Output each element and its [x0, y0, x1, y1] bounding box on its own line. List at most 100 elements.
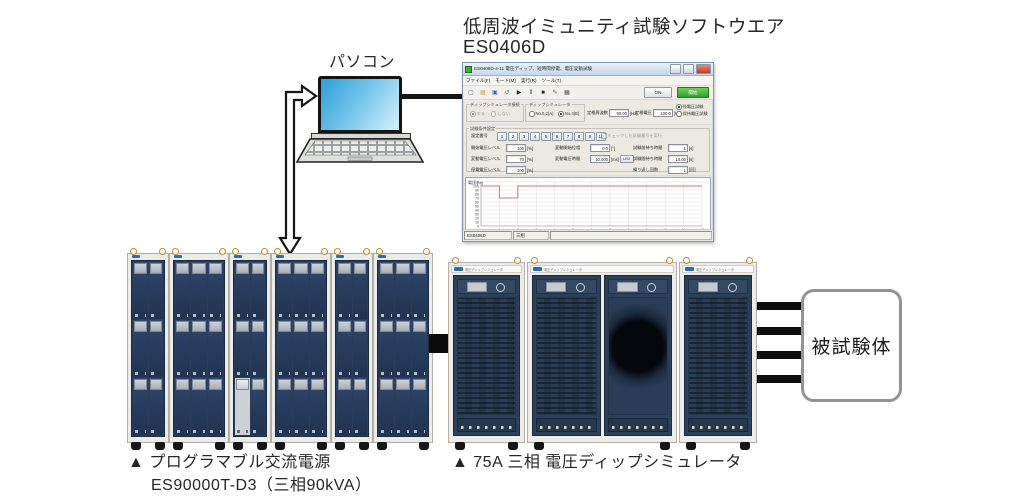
module-column	[337, 262, 352, 435]
param-input[interactable]: 100	[506, 166, 526, 174]
module-header	[380, 321, 394, 332]
connect-option-1[interactable]: しない	[490, 111, 510, 117]
connect-option-0[interactable]: する	[470, 111, 485, 117]
caster-icon	[455, 442, 465, 450]
run-icon[interactable]: ▶	[516, 90, 522, 96]
module-header	[294, 263, 308, 274]
module-header	[149, 263, 162, 274]
module-column	[411, 262, 427, 435]
rated-voltage-input[interactable]: 100.0	[652, 109, 673, 117]
power-module	[337, 378, 352, 435]
list-button[interactable]: LIST	[619, 155, 634, 163]
simulator-option-0[interactable]: No.0,2(A)	[529, 111, 553, 117]
pause-icon[interactable]: ‖	[529, 89, 533, 96]
rated-frequency-input[interactable]: 50.00	[608, 109, 629, 117]
module-header	[353, 321, 366, 332]
mode-option-1[interactable]: 保持電圧試験	[676, 111, 708, 117]
setting-number-button[interactable]: 3	[519, 132, 529, 141]
front-panel	[453, 275, 520, 436]
rated-voltage-label: 定格電圧	[635, 110, 652, 115]
param-input[interactable]: 1	[668, 166, 688, 174]
setting-number-button[interactable]: 5	[541, 132, 551, 141]
power-module	[411, 378, 427, 435]
setting-number-button[interactable]: 7	[563, 132, 573, 141]
module-indicators	[413, 372, 425, 375]
param-label: 変動開始位相	[555, 145, 581, 150]
setting-number-button[interactable]: 2	[508, 132, 518, 141]
module-indicators	[354, 430, 365, 433]
param-input[interactable]: 10.00	[668, 155, 688, 163]
radio-icon	[470, 111, 476, 117]
enclosure-front	[532, 275, 672, 436]
power-module	[175, 378, 191, 435]
caster-icon	[377, 442, 387, 450]
simulator-option-1[interactable]: No.4(B)	[558, 111, 579, 117]
caster-icon	[534, 442, 544, 450]
radio-icon	[558, 111, 564, 117]
nameplate-label: 電圧ディップシミュレータ	[544, 267, 582, 272]
mode-option-0[interactable]: 残電圧試験	[676, 104, 708, 110]
setting-number-button[interactable]: 4	[530, 132, 540, 141]
sync-icon[interactable]: ↺	[504, 90, 510, 96]
meter-dial-icon	[727, 282, 737, 292]
setting-number-button[interactable]: 1	[497, 132, 507, 141]
mode-option-label: 残電圧試験	[682, 104, 704, 109]
menu-item[interactable]: 実行(R)	[520, 77, 537, 83]
param-input[interactable]: 1	[668, 144, 688, 152]
ac-source-cabinet	[127, 248, 169, 450]
module-indicators	[177, 372, 189, 375]
param-input[interactable]: 10.000	[590, 155, 610, 163]
memo-icon[interactable]: ▦	[564, 90, 570, 96]
menu-item[interactable]: ファイル(F)	[466, 77, 491, 83]
close-button[interactable]	[696, 64, 711, 74]
window-titlebar[interactable]: ES0406D-4-11 電圧ディップ、短時間停電、電圧変動試験	[463, 63, 713, 76]
start-button[interactable]: 開始	[677, 87, 709, 98]
module-indicators	[397, 430, 409, 433]
param-label: 繰り返し回数	[633, 167, 659, 172]
setting-number-button[interactable]: 8	[574, 132, 584, 141]
busbar	[757, 351, 801, 359]
caster-icon	[317, 442, 327, 450]
caster-icon	[660, 442, 670, 450]
param-label: 試験間待ち時間	[633, 156, 663, 161]
module-header	[251, 379, 264, 390]
setting-number-button[interactable]: 6	[552, 132, 562, 141]
ac-source-cabinet	[271, 248, 331, 450]
new-icon[interactable]: ▢	[468, 90, 474, 96]
exec-checkbox[interactable]: チェックした試験番号を実行	[601, 133, 662, 139]
param-input[interactable]: 0.0	[590, 144, 610, 152]
save-icon[interactable]: ▣	[492, 90, 498, 96]
setting-number-button[interactable]: 9	[585, 132, 595, 141]
param-input[interactable]: 100	[506, 144, 526, 152]
caster-icon	[155, 442, 165, 450]
maximize-button[interactable]	[683, 64, 694, 74]
caster-icon	[215, 442, 225, 450]
power-module	[191, 262, 207, 319]
cabinet-front	[173, 260, 225, 437]
module-header	[294, 379, 308, 390]
power-module	[293, 320, 309, 377]
meter-dial-icon	[647, 282, 657, 292]
edit-icon[interactable]: ✎	[552, 90, 558, 96]
module-indicators	[150, 314, 161, 317]
module-indicators	[209, 430, 221, 433]
module-column	[352, 262, 367, 435]
param-input[interactable]: 70	[506, 155, 526, 163]
menu-item[interactable]: ツール(T)	[541, 77, 562, 83]
open-icon[interactable]: ▤	[480, 90, 486, 96]
stop-icon[interactable]: ■	[541, 89, 545, 96]
output-on-button[interactable]: ON	[644, 87, 672, 98]
module-header	[353, 263, 366, 274]
menu-item[interactable]: モード(M)	[495, 77, 516, 83]
ac-source-cabinet	[373, 248, 433, 450]
setting-number-button[interactable]: 10	[596, 132, 606, 141]
eyebolt-icon	[334, 248, 341, 255]
minimize-button[interactable]	[670, 64, 681, 74]
svg-text:90: 90	[475, 188, 479, 192]
svg-text:10: 10	[475, 220, 479, 224]
power-module	[133, 378, 148, 435]
caster-icon	[275, 442, 285, 450]
